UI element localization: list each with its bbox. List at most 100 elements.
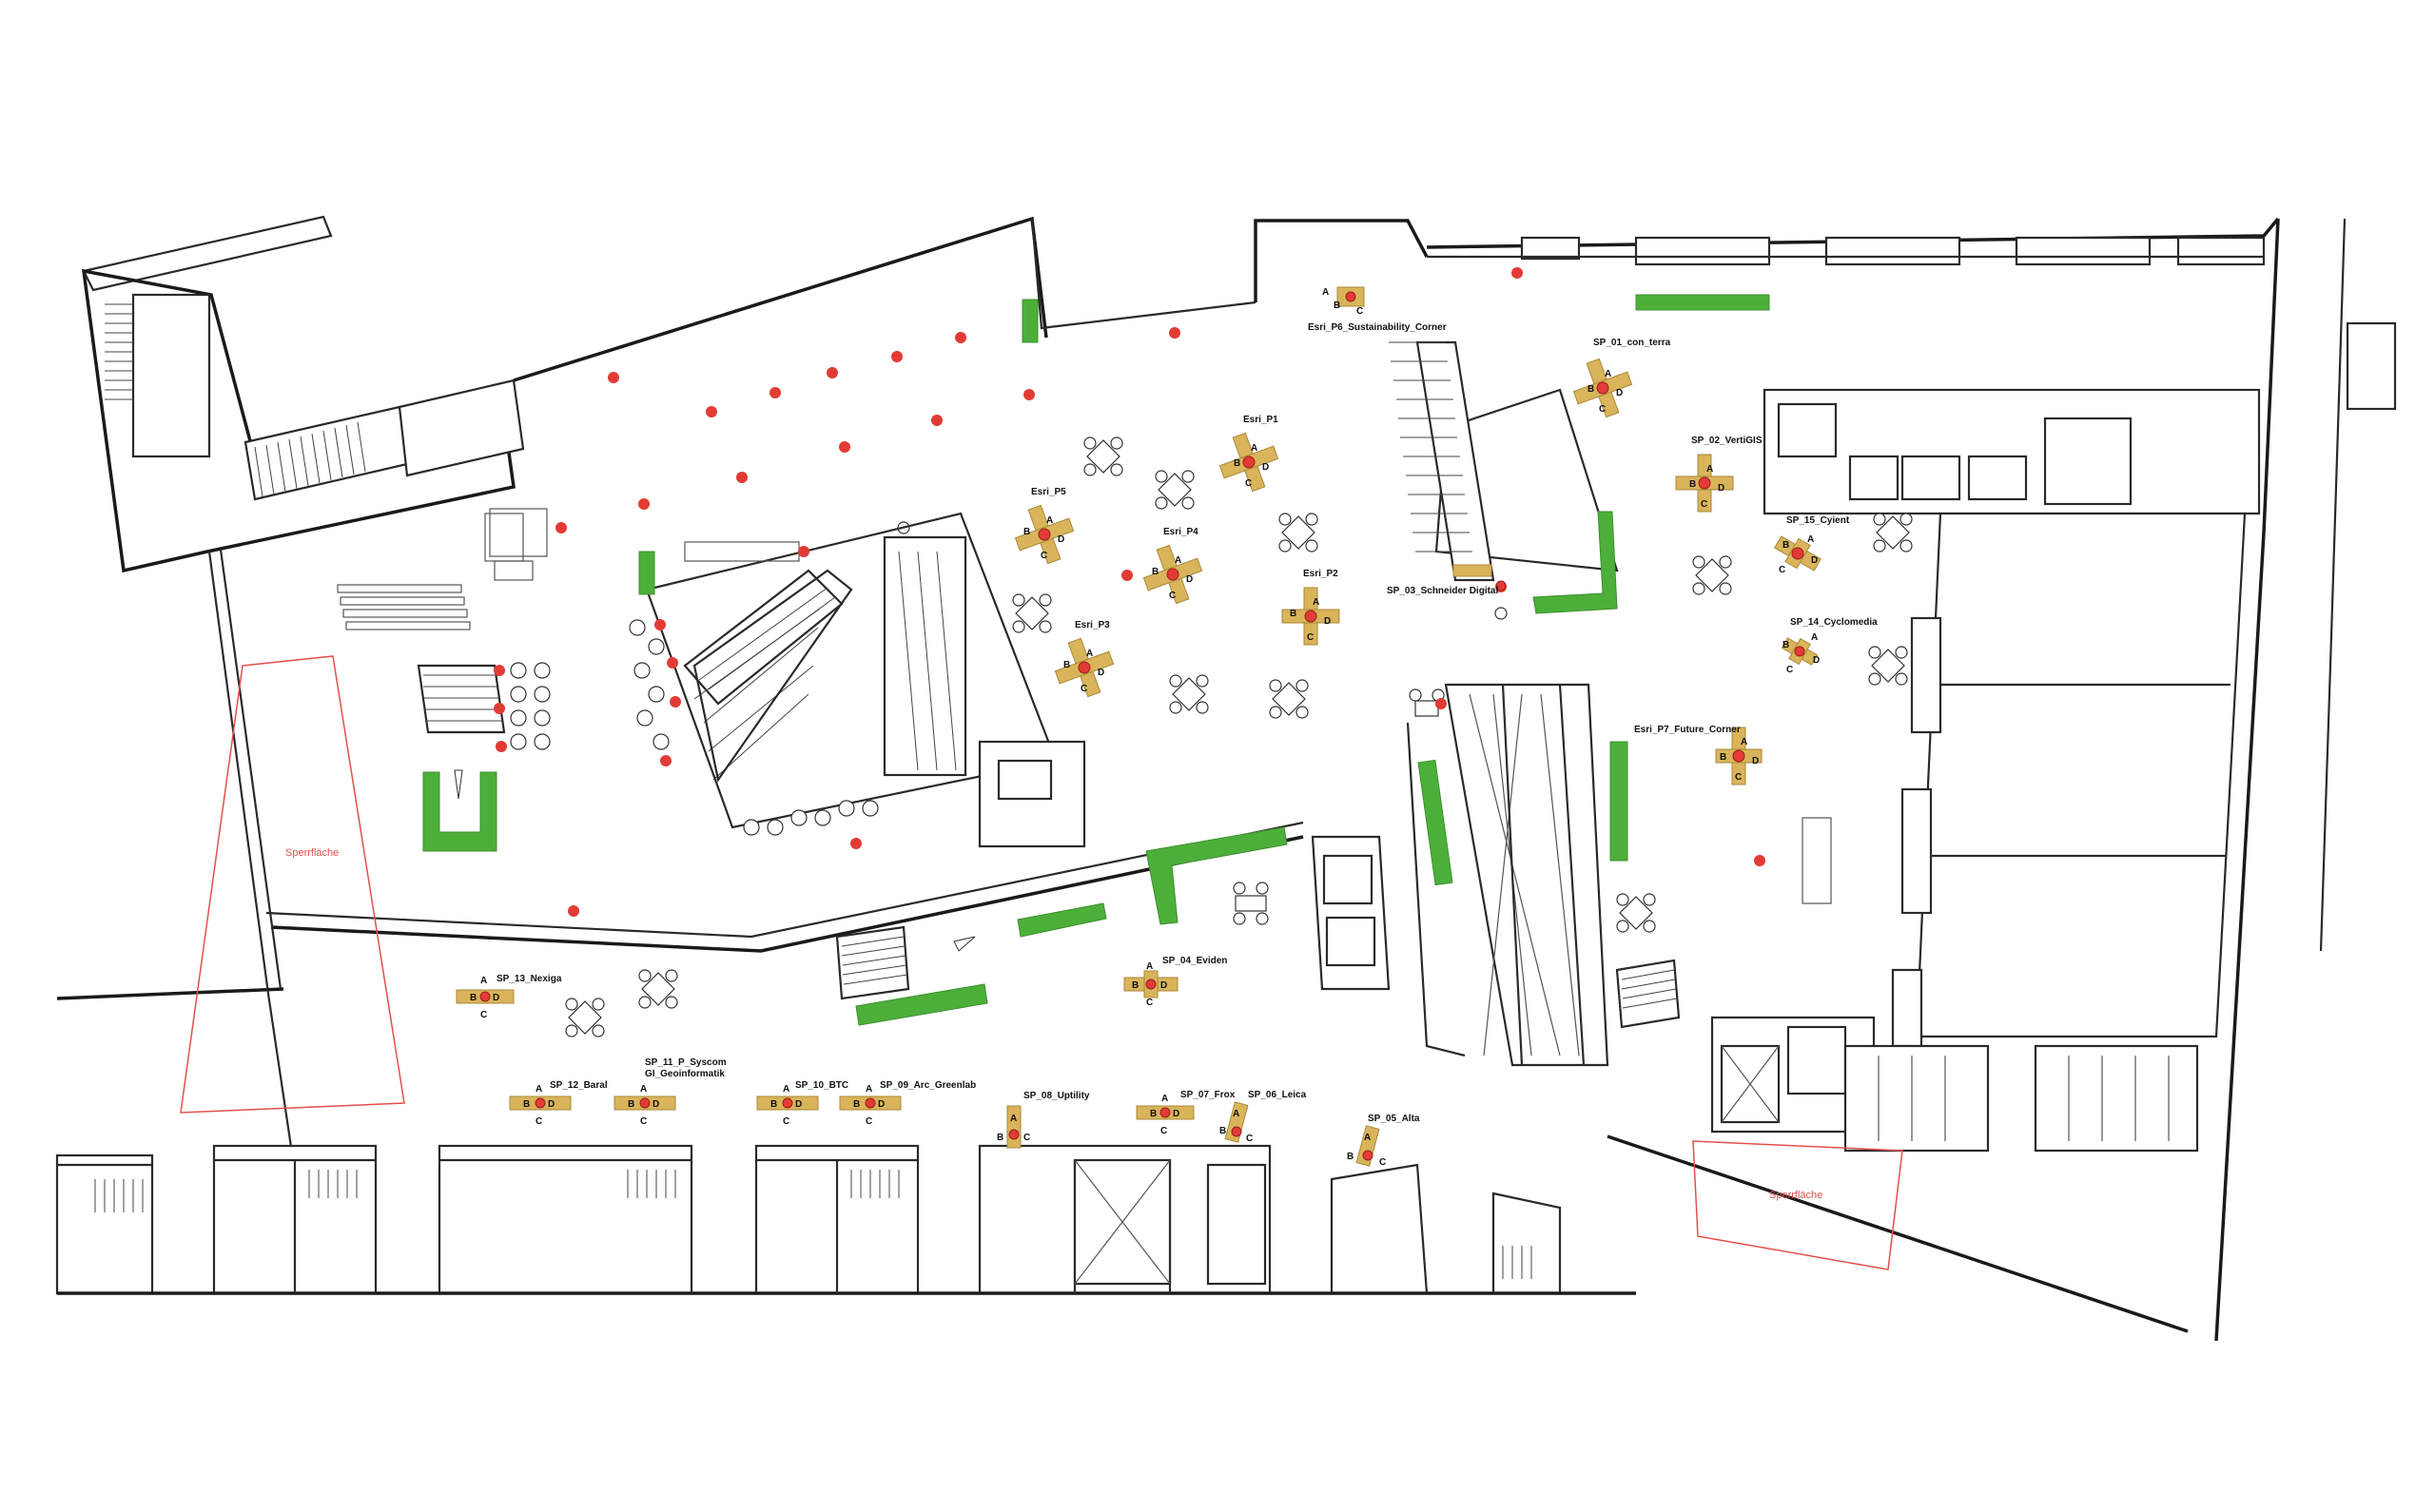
- table-group: [1278, 513, 1318, 552]
- direction-arrows: [454, 521, 1508, 952]
- table-group: [1868, 646, 1908, 686]
- booth-label: SP_03_Schneider Digital: [1387, 586, 1498, 596]
- seat-b: B: [770, 1099, 777, 1110]
- marker: [568, 905, 579, 917]
- seat-b: B: [997, 1133, 1003, 1143]
- seat-b: B: [1234, 458, 1240, 469]
- seat-c: C: [1041, 551, 1047, 561]
- booth-label: Esri_P1: [1243, 415, 1278, 425]
- booth-sp03[interactable]: SP_03_Schneider Digital: [1387, 564, 1507, 596]
- table-group: [1692, 555, 1732, 595]
- green-planter: [1417, 759, 1453, 886]
- marker: [638, 498, 650, 510]
- table-group: [565, 998, 605, 1037]
- table-group: [1269, 679, 1309, 719]
- marker: [839, 441, 850, 453]
- booth-label: SP_11_P_Syscom: [645, 1057, 727, 1068]
- seat-c: C: [1169, 591, 1176, 601]
- marker: [955, 332, 966, 343]
- seat-a: A: [1233, 1109, 1239, 1119]
- seat-a: A: [1605, 369, 1611, 379]
- seat-a: A: [1010, 1114, 1017, 1124]
- seat-b: B: [1720, 752, 1726, 763]
- table-group: [1873, 513, 1913, 552]
- restricted-area-label-right: Sperrfläche: [1769, 1190, 1822, 1201]
- booth-esri-p2[interactable]: A B C D Esri_P2: [1281, 569, 1340, 646]
- marker: [608, 372, 619, 383]
- booth-sp04[interactable]: A B C D SP_04_Eviden: [1123, 956, 1227, 1008]
- seat-c: C: [1246, 1134, 1253, 1144]
- green-planter: [1635, 294, 1770, 311]
- marker: [1511, 267, 1523, 279]
- seat-d: D: [1813, 655, 1820, 666]
- booth-sp14[interactable]: A B C D SP_14_Cyclomedia: [1781, 617, 1878, 675]
- booth-label: SP_12_Baral: [550, 1080, 608, 1091]
- booth-label: SP_14_Cyclomedia: [1790, 617, 1878, 628]
- seat-b: B: [1782, 640, 1789, 650]
- green-planter: [1609, 741, 1628, 862]
- booth-sp12[interactable]: A B C D SP_12_Baral: [509, 1080, 608, 1127]
- seat-c: C: [640, 1116, 647, 1127]
- seat-d: D: [1616, 388, 1623, 398]
- seat-a: A: [783, 1084, 789, 1095]
- seat-d: D: [1058, 534, 1064, 545]
- booth-sp02[interactable]: A B C D SP_02_VertiGIS: [1675, 436, 1763, 513]
- table-group: [1233, 882, 1269, 925]
- booth-esri-p3[interactable]: A B C D Esri_P3: [1054, 620, 1115, 698]
- seat-d: D: [1752, 756, 1759, 766]
- booth-esri-p5[interactable]: A B C D Esri_P5: [1014, 487, 1075, 565]
- marker: [798, 546, 809, 557]
- marker: [1023, 389, 1035, 400]
- booth-sp11[interactable]: A B C D SP_11_P_Syscom GI_Geoinformatik: [614, 1057, 727, 1127]
- booth-label: Esri_P3: [1075, 620, 1110, 630]
- seat-a: A: [480, 976, 487, 986]
- green-planter: [1017, 902, 1107, 938]
- booth-sp05[interactable]: A B C SP_05_Alta: [1347, 1114, 1420, 1168]
- booth-esri-p7[interactable]: A B C D Esri_P7_Future_Corner: [1634, 725, 1763, 785]
- marker: [769, 387, 781, 398]
- marker: [891, 351, 903, 362]
- booth-label: Esri_P7_Future_Corner: [1634, 725, 1741, 735]
- booth-sp06[interactable]: A B C SP_06_Leica: [1219, 1090, 1307, 1144]
- table-group: [1616, 893, 1656, 933]
- seat-a: A: [1741, 737, 1747, 747]
- booth-sp10[interactable]: A B C D SP_10_BTC: [756, 1080, 848, 1127]
- booth-sp01[interactable]: A B C D SP_01_con_terra: [1572, 338, 1671, 418]
- booth-sp09[interactable]: A B C D SP_09_Arc_Greenlab: [839, 1080, 976, 1127]
- booth-label: SP_04_Eviden: [1162, 956, 1227, 966]
- seat-b: B: [1588, 384, 1594, 395]
- seat-c: C: [1701, 499, 1707, 510]
- booth-sp13[interactable]: A B C D SP_13_Nexiga: [456, 974, 562, 1020]
- green-planter: [422, 771, 497, 852]
- seat-a: A: [1251, 443, 1257, 454]
- seat-d: D: [1324, 616, 1331, 627]
- booth-esri-p1[interactable]: A B C D Esri_P1: [1218, 415, 1279, 493]
- booth-sp07[interactable]: A B C D SP_07_Frox: [1136, 1090, 1236, 1136]
- seat-d: D: [1811, 555, 1818, 566]
- booth-label: Esri_P6_Sustainability_Corner: [1308, 322, 1447, 333]
- seat-b: B: [1290, 609, 1296, 619]
- booth-esri-p6[interactable]: A B C Esri_P6_Sustainability_Corner: [1308, 286, 1447, 333]
- marker: [931, 415, 943, 426]
- marker: [670, 696, 681, 708]
- seat-c: C: [1786, 665, 1793, 675]
- booth-sp15[interactable]: A B C D SP_15_Cyient: [1774, 515, 1850, 575]
- marker: [555, 522, 567, 533]
- building-walls: [55, 215, 2397, 1342]
- seat-d: D: [795, 1099, 802, 1110]
- seat-c: C: [1735, 772, 1742, 783]
- booth-esri-p4[interactable]: A B C D Esri_P4: [1142, 527, 1203, 605]
- furniture: [489, 436, 1913, 1037]
- seat-d: D: [1160, 980, 1167, 991]
- green-planter: [1532, 511, 1618, 614]
- marker: [1121, 570, 1133, 581]
- seat-c: C: [1023, 1133, 1030, 1143]
- booth-label: Esri_P5: [1031, 487, 1066, 497]
- seat-b: B: [1150, 1109, 1157, 1119]
- booth-sp08[interactable]: A B C SP_08_Uptility: [997, 1091, 1090, 1149]
- marker: [1754, 855, 1765, 866]
- seat-a: A: [1811, 632, 1818, 643]
- marker: [654, 619, 666, 630]
- booth-label: SP_15_Cyient: [1786, 515, 1850, 526]
- seat-c: C: [1379, 1157, 1386, 1168]
